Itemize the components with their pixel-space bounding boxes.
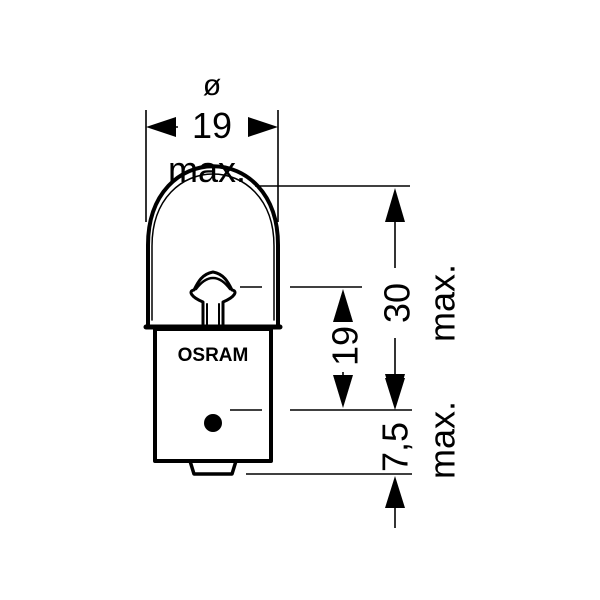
diameter-value: 19	[192, 105, 232, 146]
diameter-qualifier: max.	[168, 149, 246, 190]
filament-inner	[206, 303, 220, 328]
center-value: 19	[325, 326, 366, 366]
diameter-symbol: ø	[203, 69, 221, 102]
glass-dome	[146, 164, 280, 327]
base-arrow-up	[385, 476, 405, 508]
dimension-lines	[146, 117, 405, 528]
filament-coil	[194, 276, 232, 291]
center-arrow-bottom	[333, 375, 353, 408]
length-qualifier: max.	[422, 264, 463, 342]
base-arrow-down	[385, 378, 405, 410]
length-value: 30	[377, 283, 418, 323]
diameter-arrow-left	[146, 117, 176, 137]
metal-base	[153, 327, 273, 463]
bulb-outline	[143, 164, 283, 476]
brand-label: OSRAM	[178, 345, 249, 366]
base-contact	[188, 459, 238, 476]
center-arrow-top	[333, 289, 353, 322]
diameter-arrow-right	[248, 117, 278, 137]
extension-lines	[145, 110, 412, 475]
filament-wires	[189, 270, 237, 329]
base-value: 7,5	[375, 422, 416, 472]
bayonet-pin	[204, 414, 222, 432]
glass-inner-line	[151, 173, 275, 321]
length-arrow-top	[385, 188, 405, 222]
base-qualifier: max.	[422, 401, 463, 479]
